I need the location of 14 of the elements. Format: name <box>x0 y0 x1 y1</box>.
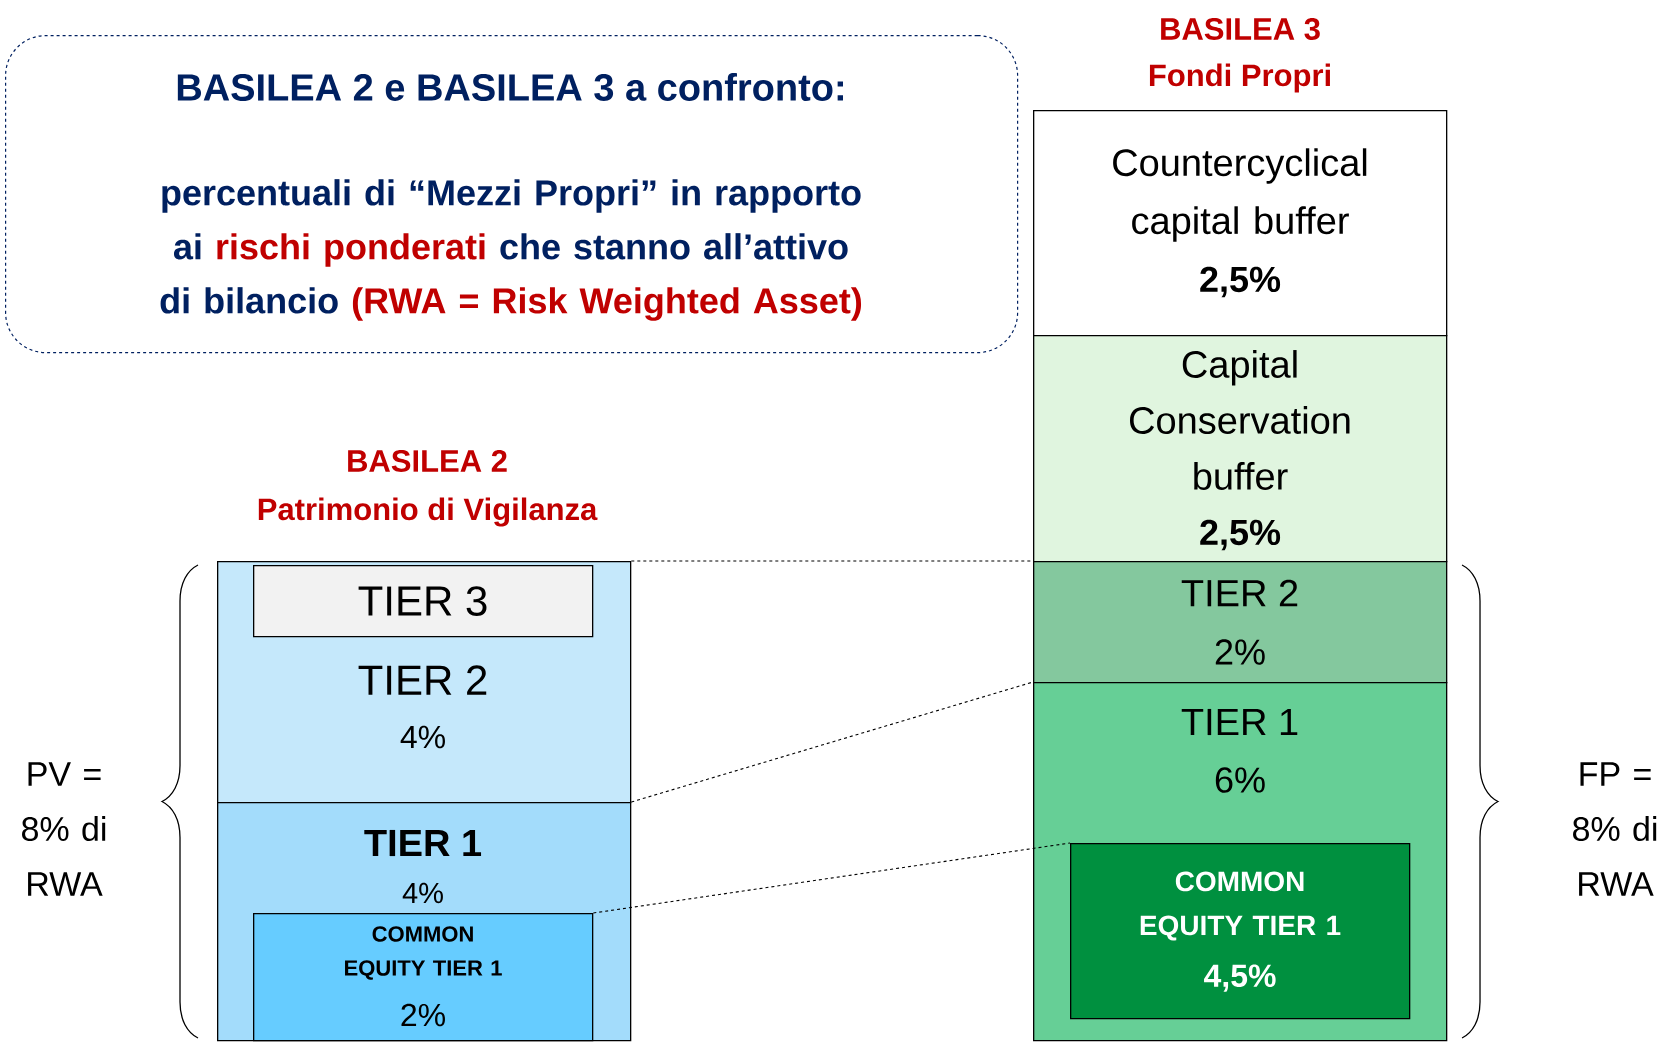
side-label: PV = 8% di RWA <box>22 762 106 896</box>
dashed-connector <box>630 560 1034 562</box>
buffer-box: Countercyclical capital buffer 2,5% <box>1033 110 1448 337</box>
tier-box: TIER 2 2% <box>1033 561 1448 684</box>
column-heading: BASILEA 3 Fondi Propri <box>1149 18 1330 93</box>
tier-box: TIER 3 <box>253 565 594 638</box>
dashed-connector <box>592 842 1071 914</box>
side-label: FP = 8% di RWA <box>1573 762 1657 896</box>
title-box: BASILEA 2 e BASILEA 3 a confronto: percentuali di “Mezzi Propri” in rapporto ai rischi ponderati che stanno all’attivo di bilancio (RWA = Risk Weighted Asset) <box>5 35 1019 354</box>
dashed-connector <box>630 681 1034 803</box>
equity-box: COMMON EQUITY TIER 1 4,5% <box>1070 843 1411 1020</box>
buffer-box: Capital Conservation buffer 2,5% <box>1033 335 1448 563</box>
column-heading: BASILEA 2 Patrimonio di Vigilanza <box>258 450 598 527</box>
equity-box: COMMON EQUITY TIER 1 2% <box>253 913 594 1042</box>
